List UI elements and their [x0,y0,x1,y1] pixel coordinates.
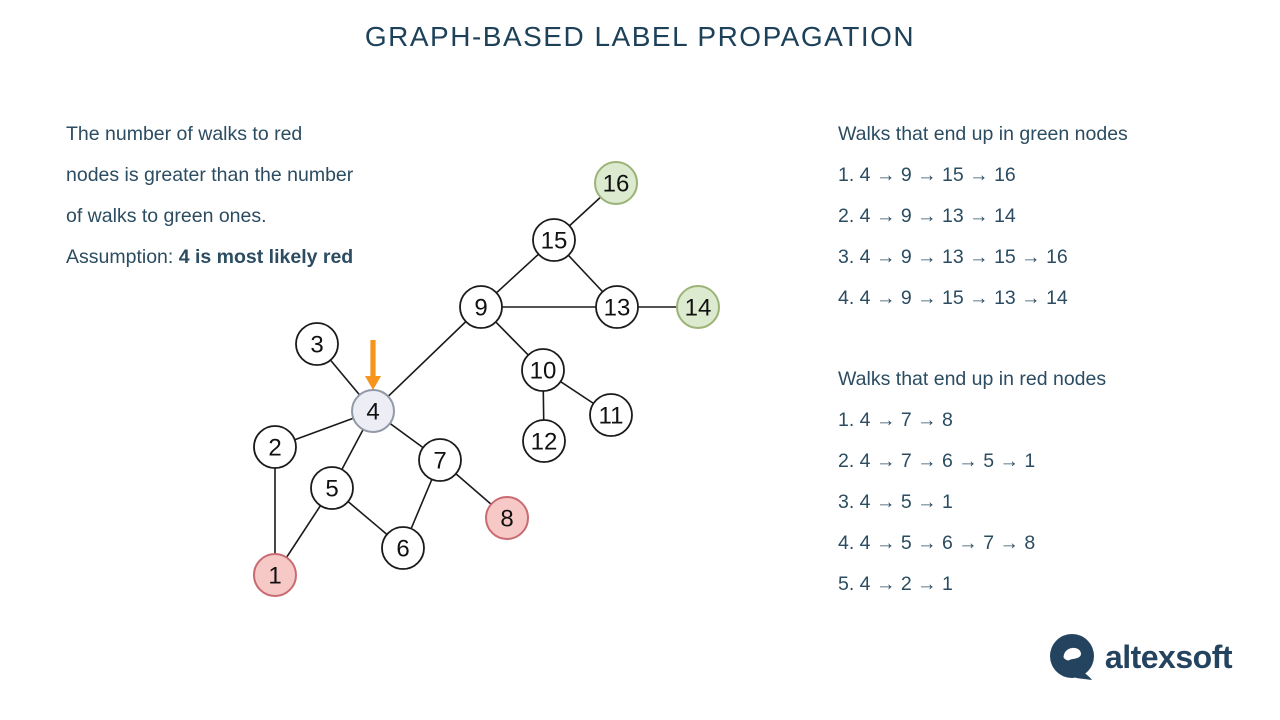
altexsoft-logo-icon [1049,634,1094,680]
node-label-7: 7 [433,448,446,475]
graph-node-1: 1 [253,553,297,597]
note-assumption: Assumption: 4 is most likely red [66,237,436,278]
left-note: The number of walks to red nodes is grea… [66,114,436,278]
node-circle-5 [310,466,354,510]
red-walks-section: Walks that end up in red nodes 1. 4 → 7 … [838,359,1238,605]
green-walks-list: 1. 4 → 9 → 15 → 16 2. 4 → 9 → 13 → 14 3. 4… [838,155,1238,319]
node-label-3: 3 [310,332,323,359]
red-walks-heading: Walks that end up in red nodes [838,368,1107,390]
graph-node-5: 5 [310,466,354,510]
node-circle-10 [521,348,565,392]
node-circle-9 [459,285,503,329]
graph-node-7: 7 [418,438,462,482]
graph-edge-4-9 [372,306,482,412]
graph-node-8: 8 [485,496,529,540]
walk-item: 3. 4 → 5 → 1 [838,491,953,513]
page-title: GRAPH-BASED LABEL PROPAGATION [364,21,916,52]
node-label-6: 6 [396,536,409,563]
node-label-16: 16 [603,171,630,198]
red-walks-list: 1. 4 → 7 → 8 2. 4 → 7 → 6 → 5 → 1 3. 4 → 5… [838,400,1238,605]
walk-item: 2. 4 → 7 → 6 → 5 → 1 [838,450,1036,472]
node-label-4: 4 [366,399,379,426]
node-circle-1 [253,553,297,597]
walk-item: 1. 4 → 7 → 8 [838,409,953,431]
walk-item: 1. 4 → 9 → 15 → 16 [838,164,1016,186]
graph-node-3: 3 [295,322,339,366]
node-label-13: 13 [604,295,631,322]
assumption-prefix: Assumption: [66,246,179,268]
note-line: of walks to green ones. [66,205,267,227]
arrow-shaft [370,340,376,378]
node-circle-7 [418,438,462,482]
walk-item: 5. 4 → 2 → 1 [838,573,953,595]
graph-node-2: 2 [253,425,297,469]
node-label-12: 12 [531,429,558,456]
node-circle-16 [594,161,638,205]
graph-node-4: 4 [351,389,395,433]
note-line: The number of walks to red [66,123,303,145]
note-line: nodes is greater than the number [66,164,354,186]
node-label-15: 15 [541,228,568,255]
graph-node-14: 14 [676,285,720,329]
graph-node-9: 9 [459,285,503,329]
node-label-14: 14 [685,295,712,322]
walk-item: 4. 4 → 5 → 6 → 7 → 8 [838,532,1036,554]
green-walks-section: Walks that end up in green nodes 1. 4 → … [838,114,1238,319]
node-circle-2 [253,425,297,469]
arrow-head [365,376,381,390]
walks-panel: Walks that end up in green nodes 1. 4 → … [838,114,1238,605]
node-label-11: 11 [599,403,624,430]
node-label-9: 9 [474,295,487,322]
node-circle-14 [676,285,720,329]
node-label-8: 8 [500,506,513,533]
node-label-1: 1 [268,563,281,590]
assumption-bold: 4 is most likely red [178,246,354,268]
node-circle-15 [532,218,576,262]
node-circle-6 [381,526,425,570]
altexsoft-logo: altexsoft [1048,632,1233,682]
logo-swoosh [1063,647,1081,664]
graph-node-12: 12 [522,419,566,463]
walk-item: 2. 4 → 9 → 13 → 14 [838,205,1016,227]
green-walks-heading: Walks that end up in green nodes [838,123,1128,145]
node-circle-8 [485,496,529,540]
logo-text: altexsoft [1104,638,1233,675]
node-circle-11 [589,393,633,437]
graph-node-10: 10 [521,348,565,392]
walk-item: 4. 4 → 9 → 15 → 13 → 14 [838,287,1068,309]
node-circle-3 [295,322,339,366]
node-label-2: 2 [268,435,281,462]
graph-node-6: 6 [381,526,425,570]
graph-node-13: 13 [595,285,639,329]
node-label-10: 10 [530,358,557,385]
node-circle-4 [351,389,395,433]
node-label-5: 5 [325,476,338,503]
graph-node-11: 11 [589,393,633,437]
node-circle-12 [522,419,566,463]
node-circle-13 [595,285,639,329]
walk-item: 3. 4 → 9 → 13 → 15 → 16 [838,246,1068,268]
graph-node-16: 16 [594,161,638,205]
graph-node-15: 15 [532,218,576,262]
